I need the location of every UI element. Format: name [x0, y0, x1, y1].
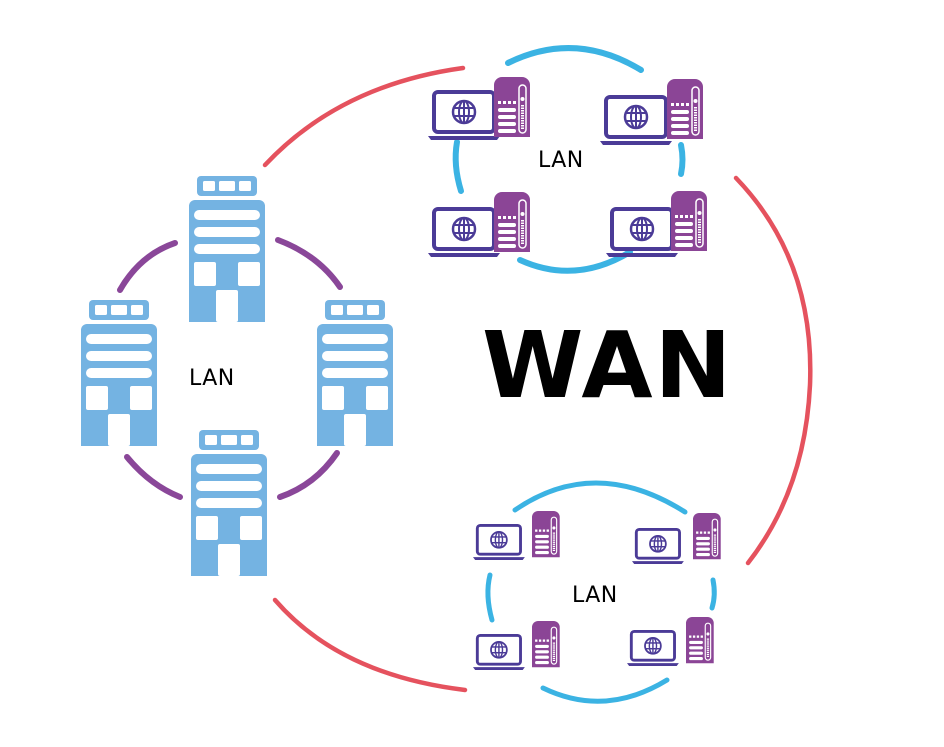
office-lan-link — [124, 454, 183, 500]
laptop-icon — [604, 207, 680, 259]
laptop-icon — [471, 634, 527, 672]
server-icon — [492, 75, 532, 139]
office-lan-link — [117, 240, 178, 293]
server-icon — [530, 509, 561, 559]
building-icon — [317, 300, 393, 446]
building-icon — [189, 176, 265, 322]
office-lan-label: LAN — [189, 366, 235, 391]
laptop-icon — [471, 524, 527, 562]
top-lan-label: LAN — [538, 148, 584, 173]
office-lan — [81, 176, 393, 576]
bottom-lan-label: LAN — [572, 583, 618, 608]
wan-link-office-to-bottom — [272, 597, 468, 693]
server-icon — [691, 511, 722, 561]
office-lan-link — [277, 450, 340, 500]
laptop-icon — [630, 528, 686, 566]
top-lan-link — [517, 249, 633, 274]
server-icon — [665, 77, 705, 141]
wan-links — [262, 65, 813, 693]
server-icon — [492, 190, 532, 254]
laptop-icon — [598, 95, 674, 147]
top-lan-link — [678, 142, 686, 177]
wan-link-top-to-bottom — [733, 175, 813, 566]
office-lan-link — [275, 237, 343, 290]
laptop-icon — [426, 207, 502, 259]
laptop-icon — [625, 630, 681, 668]
top-lan — [426, 45, 709, 274]
wan-link-office-to-top — [262, 65, 466, 168]
bottom-lan-link — [540, 677, 670, 704]
wan-title: WAN — [482, 312, 734, 419]
server-icon — [530, 619, 561, 669]
top-lan-link — [505, 45, 644, 73]
server-icon — [684, 615, 715, 665]
laptop-icon — [426, 90, 502, 142]
building-icon — [191, 430, 267, 576]
bottom-lan-link — [512, 480, 688, 515]
bottom-lan-link — [709, 577, 717, 611]
bottom-lan-link — [485, 572, 495, 623]
bottom-lan — [471, 480, 722, 704]
server-icon — [669, 189, 709, 253]
top-lan-link — [452, 139, 464, 194]
building-icon — [81, 300, 157, 446]
